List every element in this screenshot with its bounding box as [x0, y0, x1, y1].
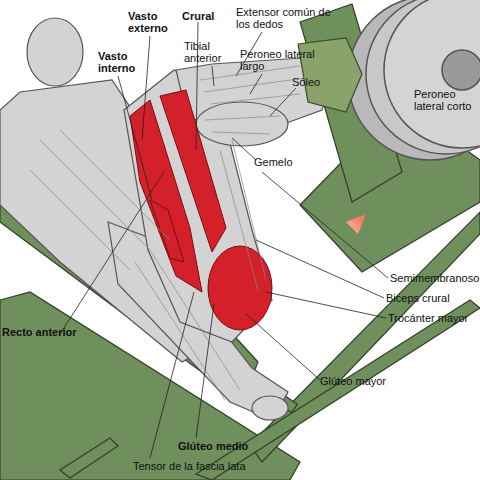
athlete-body: [0, 18, 332, 420]
highlighted-muscles: [130, 90, 272, 330]
muscle-label: Recto anterior: [2, 326, 77, 338]
muscle-label: Crural: [182, 10, 214, 22]
muscle-label: Biceps crural: [386, 292, 450, 304]
muscle-label: Gemelo: [254, 156, 293, 168]
muscle-label: Vasto interno: [98, 50, 148, 74]
weight-plates: [348, 0, 480, 160]
muscle-label: Tensor de la fascia lata: [133, 460, 246, 472]
leader-lines: [60, 22, 388, 458]
muscle-striations: [30, 66, 305, 400]
muscle-label: Vasto externo: [128, 10, 180, 34]
muscle-label: Peroneo lateral corto: [414, 88, 480, 112]
muscle-label: Tibial anterior: [184, 40, 236, 64]
muscle-label: Sóleo: [292, 76, 320, 88]
muscle-label: Extensor común de los dedos: [236, 6, 332, 30]
muscle-label: Peroneo lateral largo: [240, 48, 322, 72]
muscle-label: Glúteo mayor: [320, 375, 386, 387]
muscle-label: Glúteo medio: [178, 440, 248, 452]
muscle-label: Trocánter mayor: [388, 312, 468, 324]
muscle-label: Semimembranoso: [390, 272, 479, 284]
